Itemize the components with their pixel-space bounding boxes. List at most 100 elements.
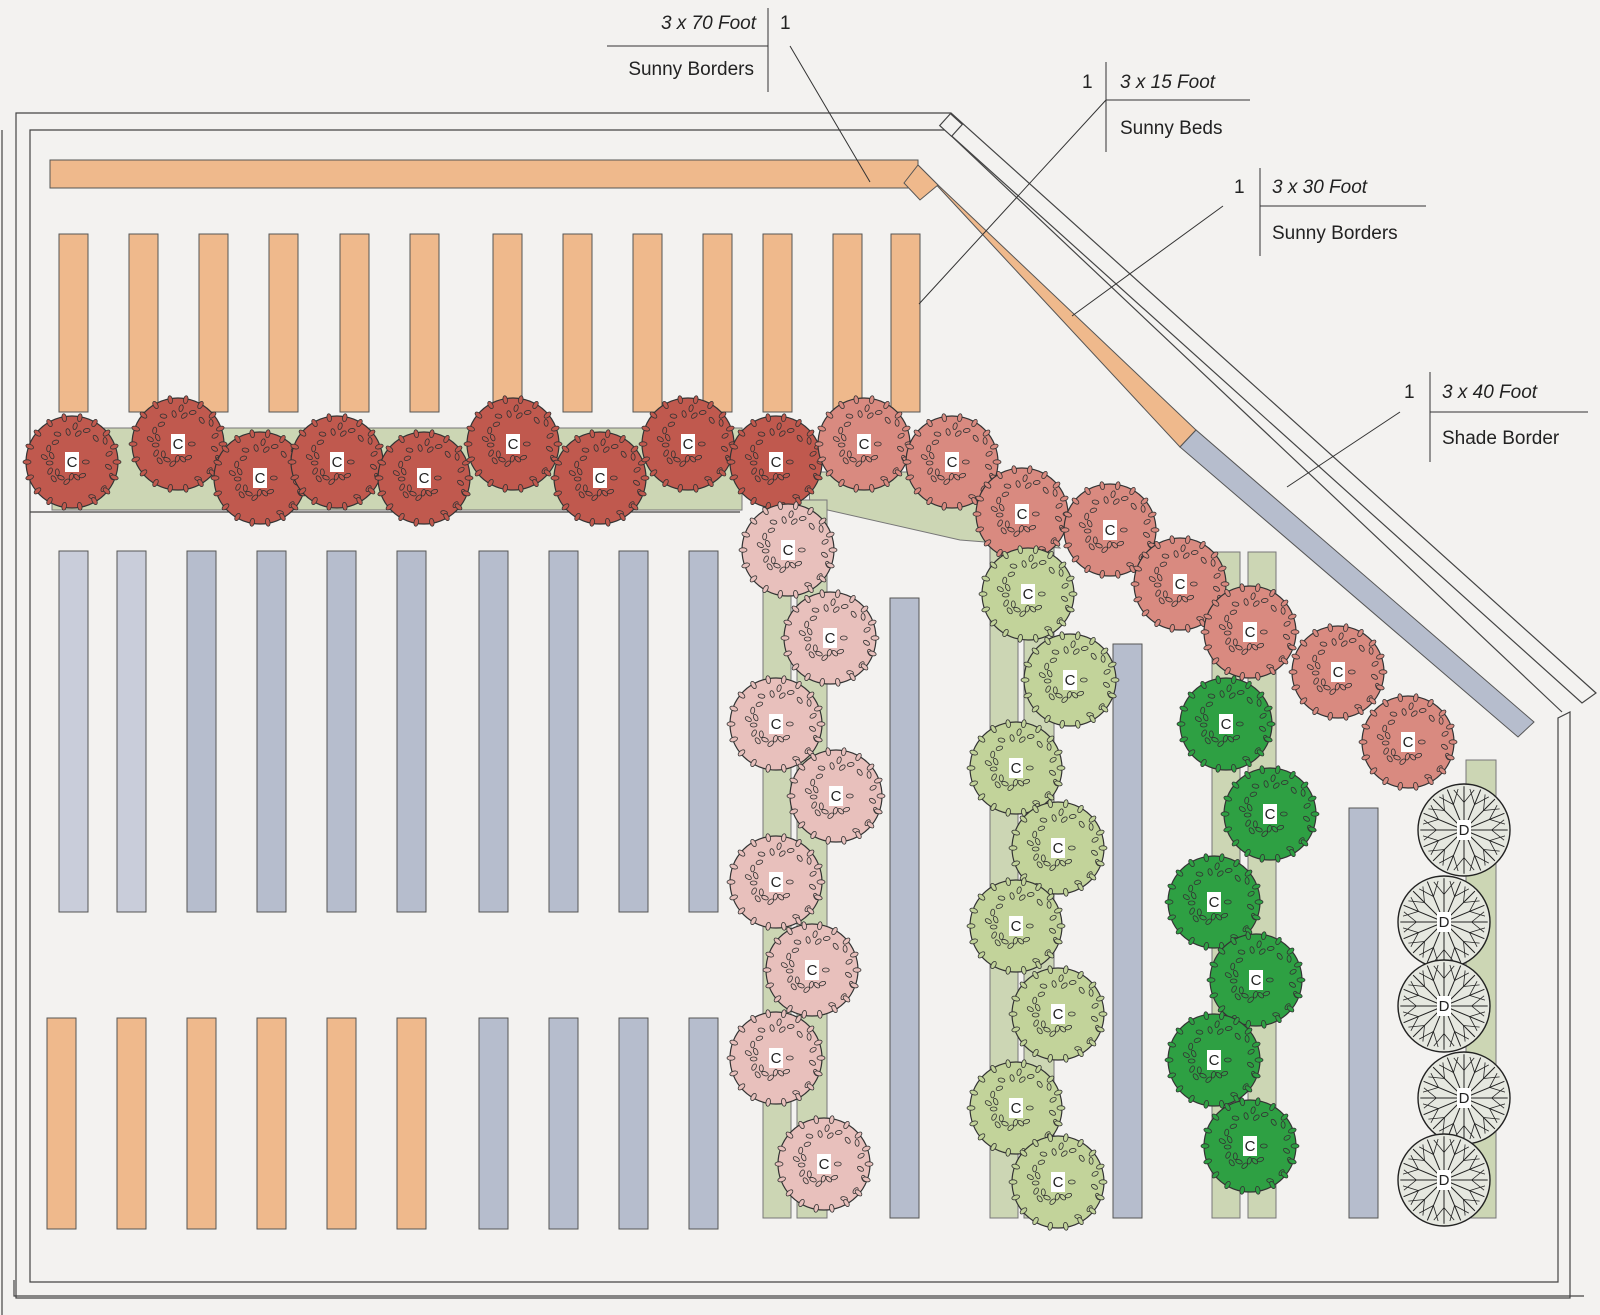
sunny-bed xyxy=(632,233,663,413)
leaf-mark xyxy=(971,418,978,428)
leaf-mark xyxy=(313,452,320,460)
leaf-mark xyxy=(1317,649,1326,655)
leaf-mark xyxy=(1089,636,1096,646)
leaf-mark xyxy=(777,501,783,511)
leaf-mark xyxy=(803,1141,812,1147)
leaf-mark xyxy=(1182,894,1190,900)
branch-line xyxy=(1454,972,1469,981)
leaf-mark xyxy=(1256,940,1262,948)
leaf-mark xyxy=(112,459,122,465)
leaf-mark xyxy=(1381,740,1390,746)
leaf-mark xyxy=(1095,543,1103,549)
sunny-bed xyxy=(128,233,159,413)
branch-line xyxy=(1463,941,1466,958)
leaf-mark xyxy=(990,908,996,917)
leaf-mark xyxy=(1199,540,1206,550)
shade-border-40ft-diagonal xyxy=(1179,429,1535,738)
plant-code-label: C xyxy=(1011,918,1022,935)
leaf-mark xyxy=(1061,1150,1068,1157)
leaf-mark xyxy=(930,475,937,483)
leaf-mark xyxy=(990,1142,997,1152)
leaf-mark xyxy=(575,483,581,491)
leaf-mark xyxy=(1115,481,1121,491)
leaf-mark xyxy=(729,1039,738,1046)
branch-line xyxy=(1408,984,1425,987)
leaf-mark xyxy=(1231,1115,1240,1121)
leaf-mark xyxy=(781,413,787,423)
shrub-symbol: C xyxy=(1206,931,1306,1029)
plant-code-box xyxy=(805,960,819,980)
tree-symbol: D xyxy=(1417,783,1511,877)
leaf-mark xyxy=(340,430,347,437)
leaf-mark xyxy=(1059,860,1067,867)
leaf-mark xyxy=(804,672,811,682)
leaf-mark xyxy=(869,395,875,405)
plant-code-label: C xyxy=(1251,972,1262,989)
branch-line xyxy=(1410,897,1419,912)
leaf-mark xyxy=(835,589,841,599)
tree-symbol: D xyxy=(1417,1051,1511,1145)
leaf-mark xyxy=(1025,482,1032,489)
leaf-mark xyxy=(1026,1006,1034,1012)
leaf-mark xyxy=(1129,486,1136,496)
leaf-mark xyxy=(1226,1136,1233,1144)
plant-code-label: C xyxy=(819,1156,830,1173)
leaf-mark xyxy=(1261,931,1267,941)
branch-line xyxy=(1454,947,1469,956)
leaf-mark xyxy=(1176,594,1182,603)
leaf-mark xyxy=(402,491,409,499)
leaf-mark xyxy=(1055,515,1062,522)
leaf-mark xyxy=(1270,604,1277,612)
leaf-mark xyxy=(1296,977,1306,983)
leaf-mark xyxy=(751,467,757,475)
plant-code-label: C xyxy=(1053,1174,1064,1191)
leaf-mark xyxy=(1167,1041,1176,1048)
shrub-symbol: C xyxy=(1176,675,1276,773)
leaf-mark xyxy=(1320,678,1326,687)
leaf-mark xyxy=(1088,989,1094,997)
plant-code-box xyxy=(769,452,783,472)
leaf-mark xyxy=(826,562,835,569)
leaf-mark xyxy=(814,863,823,870)
leaf-mark xyxy=(814,1070,823,1077)
leaf-mark xyxy=(809,794,818,800)
leaf-mark xyxy=(1108,692,1117,699)
leaf-mark xyxy=(1068,845,1076,851)
leaf-mark xyxy=(1264,705,1273,712)
leaf-mark xyxy=(1369,767,1378,775)
leaf-mark xyxy=(1040,854,1046,863)
branch-line xyxy=(1423,1097,1437,1109)
leaf-mark xyxy=(1031,562,1038,569)
leaf-mark xyxy=(429,517,435,527)
leaf-mark xyxy=(290,474,299,481)
leaf-mark xyxy=(862,1145,871,1152)
leaf-mark xyxy=(996,548,1003,558)
callout-size: 3 x 40 Foot xyxy=(1442,382,1538,403)
leaf-mark xyxy=(831,650,839,657)
shade-bed xyxy=(58,550,89,913)
leaf-mark xyxy=(1061,595,1068,602)
leaf-mark xyxy=(110,474,119,481)
leaf-mark xyxy=(957,501,963,511)
leaf-mark xyxy=(1088,981,1097,989)
leaf-mark xyxy=(1096,995,1105,1002)
leaf-mark xyxy=(1418,739,1426,745)
leaf-mark xyxy=(842,995,851,1003)
leaf-mark xyxy=(236,468,243,476)
leaf-mark xyxy=(1393,755,1401,761)
leaf-mark xyxy=(1273,782,1280,789)
leaf-mark xyxy=(270,444,279,449)
leaf-mark xyxy=(1220,581,1230,587)
plant-code-box xyxy=(945,452,959,472)
leaf-mark xyxy=(1188,858,1195,868)
leaf-mark xyxy=(1217,947,1226,955)
leaf-mark xyxy=(1341,640,1348,647)
leaf-mark xyxy=(797,547,806,553)
leaf-mark xyxy=(821,967,830,973)
leaf-mark xyxy=(749,722,758,728)
leaf-mark xyxy=(784,560,790,569)
leaf-mark xyxy=(174,454,180,463)
leaf-mark xyxy=(1217,1028,1224,1035)
leaf-mark xyxy=(897,432,905,439)
leaf-mark xyxy=(790,983,797,991)
